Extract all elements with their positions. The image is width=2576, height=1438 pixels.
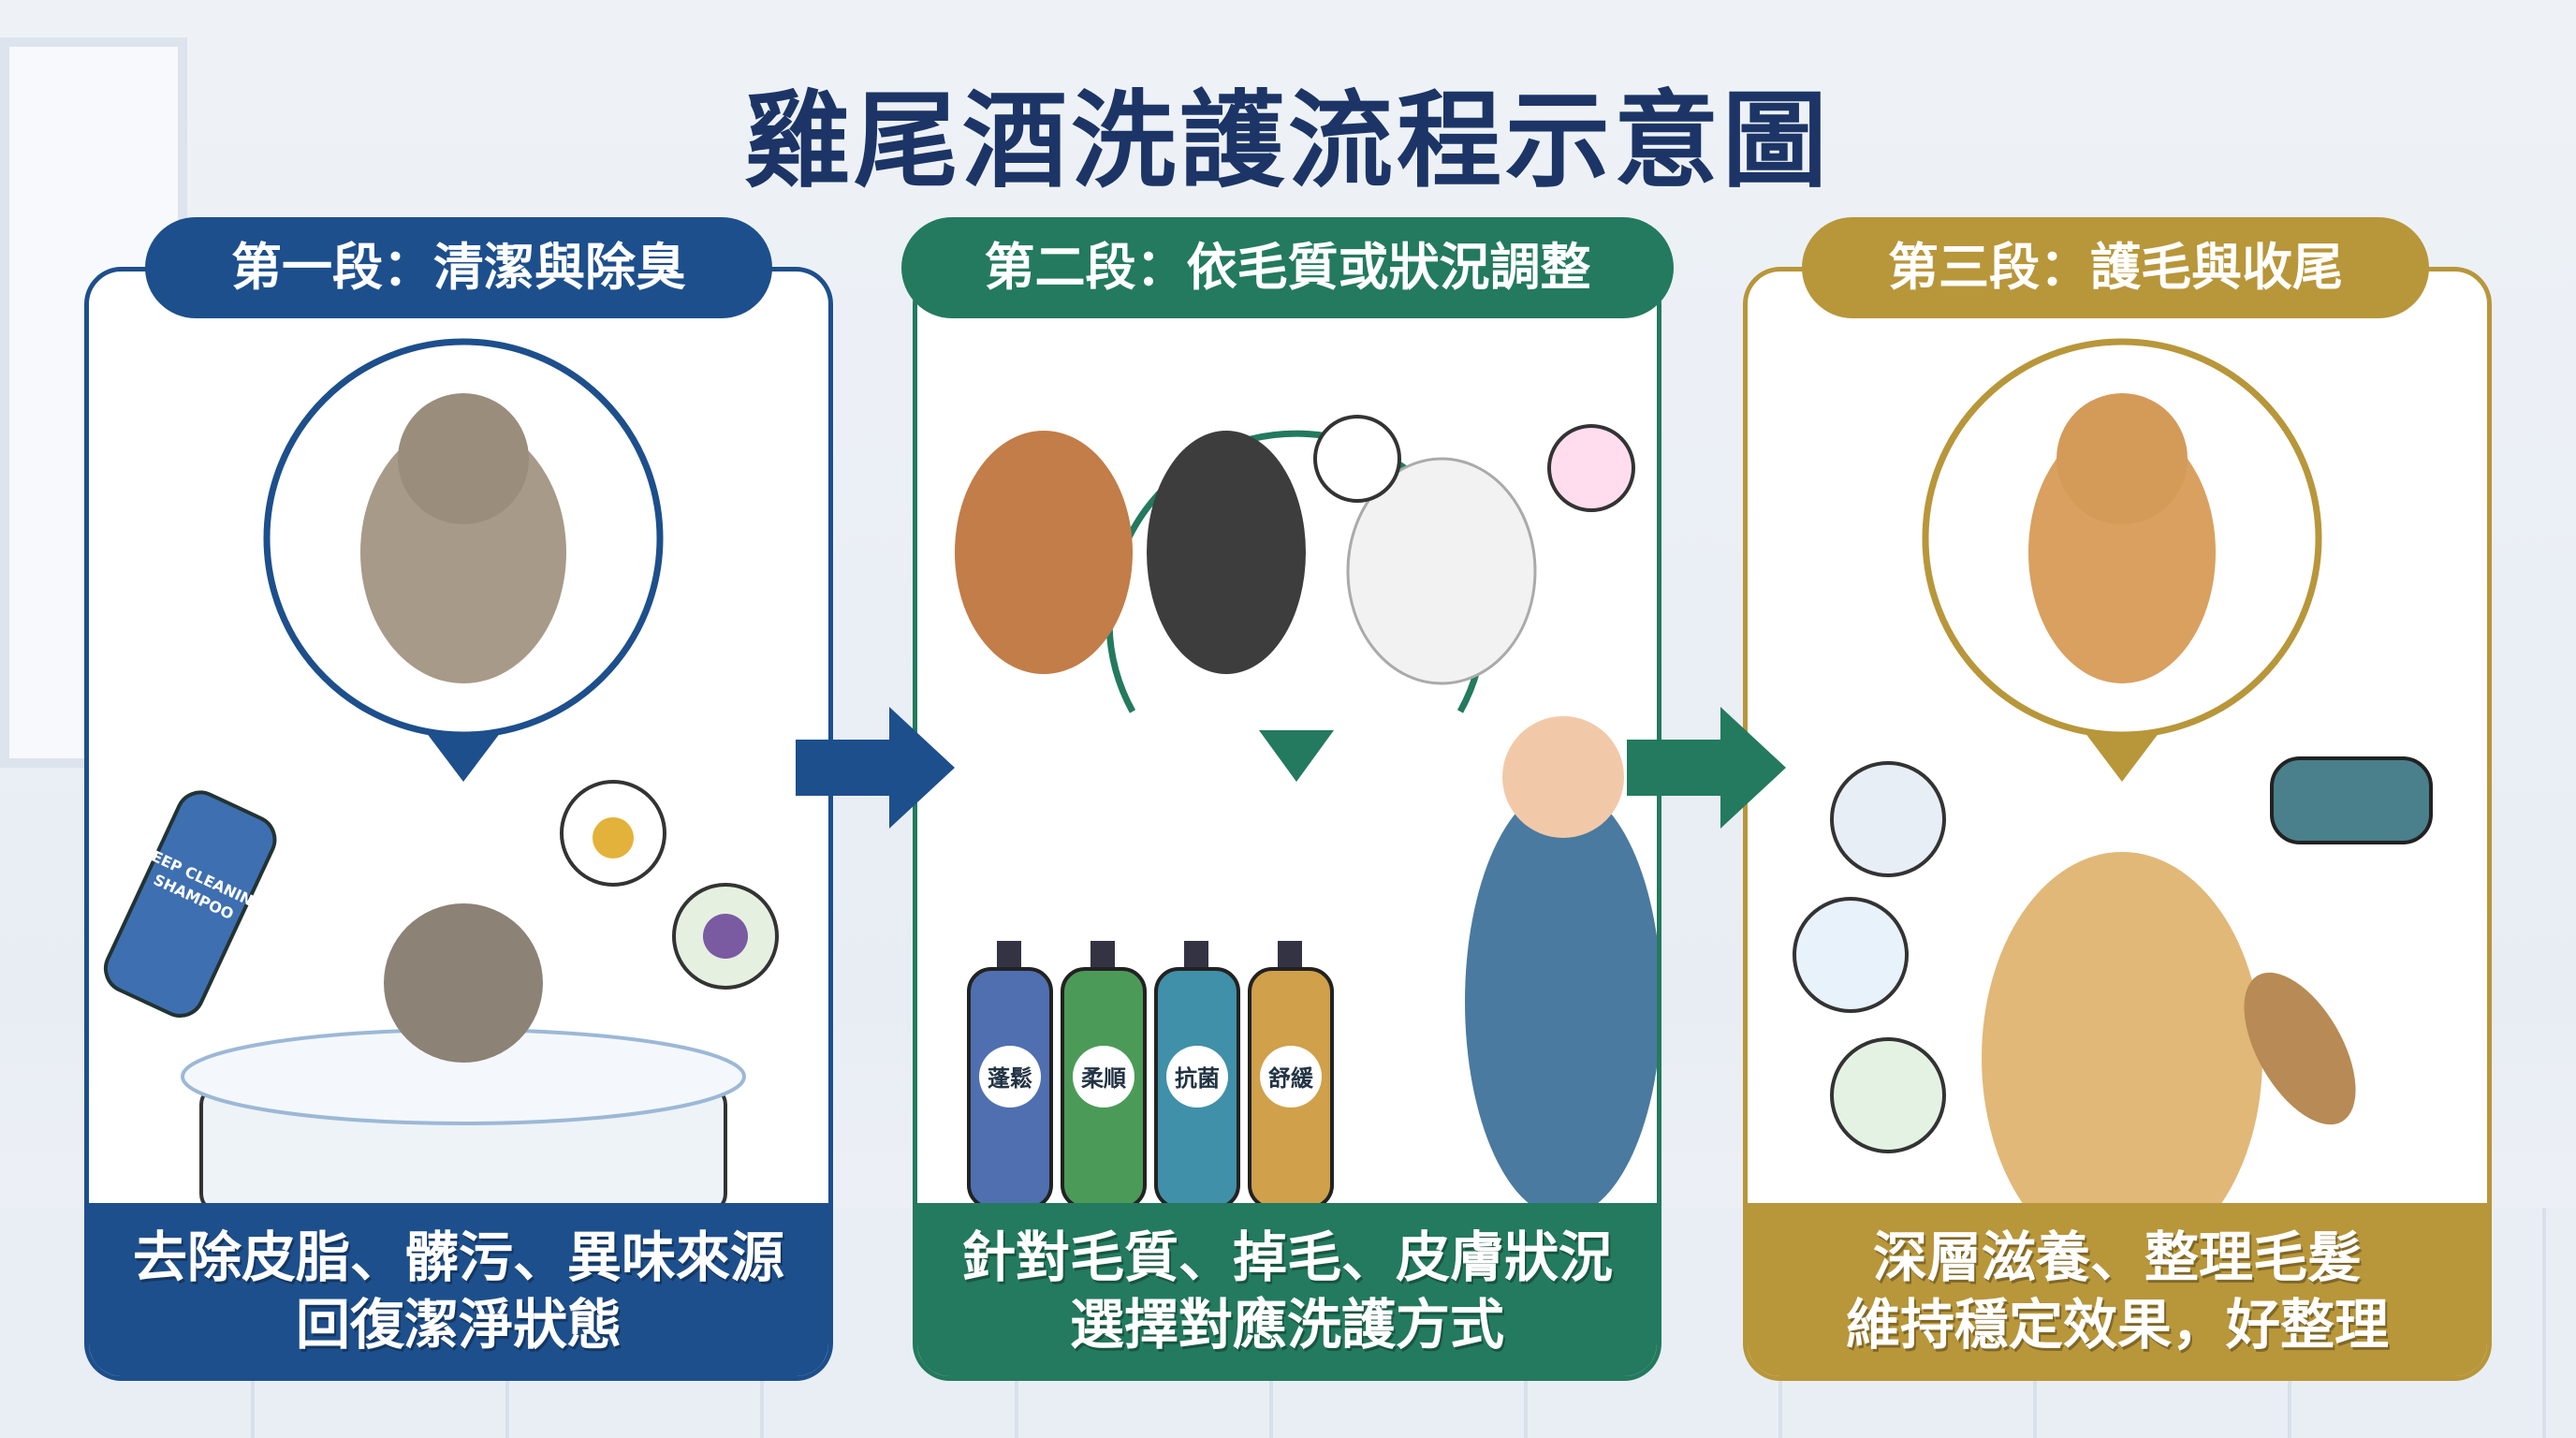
stage3-illustration xyxy=(1793,338,2433,1212)
shampoo-bottle-4: 舒緩 xyxy=(1248,941,1334,1210)
brush-icon xyxy=(2244,972,2356,1125)
shampoo-bottle-2: 柔順 xyxy=(1061,941,1147,1210)
stage2-description: 針對毛質、掉毛、皮膚狀況 選擇對應洗護方式 xyxy=(917,1203,1657,1376)
stage1-header: 第一段：清潔與除臭 xyxy=(145,217,772,318)
shampoo-bottle-1: 蓬鬆 xyxy=(967,941,1053,1210)
stage1-description: 去除皮脂、髒污、異味來源 回復潔淨狀態 xyxy=(89,1203,828,1376)
page-title: 雞尾酒洗護流程示意圖 xyxy=(745,81,1831,202)
shield-check-icon xyxy=(1830,1037,1946,1153)
stage3-header: 第三段：護毛與收尾 xyxy=(1802,217,2429,318)
arrow-right-icon xyxy=(796,707,955,829)
stage2-illustration: 蓬鬆 柔順 抗菌 舒緩 xyxy=(955,415,1657,1212)
stage3-description: 深層滋養、整理毛髮 維持穩定效果，好整理 xyxy=(1748,1203,2487,1376)
bottle-label: 抗菌 xyxy=(1175,1065,1220,1092)
stage1-panel: DEEP CLEANING SHAMPOO 去除皮脂、髒污、異味來源 回復潔淨狀… xyxy=(84,267,833,1381)
terrier-icon xyxy=(1147,431,1306,674)
stage2-line2: 選擇對應洗護方式 xyxy=(1069,1293,1504,1357)
bottle-label: 舒緩 xyxy=(1268,1065,1314,1092)
golden-retriever-icon xyxy=(1982,852,2262,1212)
bottle-label: 蓬鬆 xyxy=(988,1065,1032,1092)
stage3-line2: 維持穩定效果，好整理 xyxy=(1845,1293,2389,1357)
hair-dryer-icon xyxy=(2270,756,2433,844)
skin-icon xyxy=(1547,424,1635,512)
stage3-line1: 深層滋養、整理毛髮 xyxy=(1872,1225,2362,1289)
stage2-header: 第二段：依毛質或狀況調整 xyxy=(901,217,1674,318)
shampoo-bottle-icon: DEEP CLEANING SHAMPOO xyxy=(103,790,277,1018)
shampoo-bottle-3: 抗菌 xyxy=(1154,941,1240,1210)
stage2-panel: 蓬鬆 柔順 抗菌 舒緩 針對毛質、掉毛、皮膚狀況 選擇對應洗護方式 xyxy=(913,267,1661,1381)
stage1-line1: 去除皮脂、髒污、異味來源 xyxy=(132,1225,784,1289)
water-drop-icon xyxy=(1793,897,1909,1013)
poodle-icon xyxy=(955,431,1133,674)
arrow-right-icon xyxy=(1627,707,1786,829)
stage1-illustration: DEEP CLEANING SHAMPOO xyxy=(103,338,779,1212)
hair-strand-icon xyxy=(1830,761,1946,877)
stage1-line2: 回復潔淨狀態 xyxy=(295,1293,622,1357)
maltese-icon xyxy=(1346,457,1537,685)
hair-follicle-icon xyxy=(1313,415,1401,503)
stage3-panel: 深層滋養、整理毛髮 維持穩定效果，好整理 xyxy=(1743,267,2492,1381)
bottle-label: 柔順 xyxy=(1081,1065,1127,1092)
groomer-icon xyxy=(1465,786,1657,1212)
stage2-line1: 針對毛質、掉毛、皮膚狀況 xyxy=(960,1225,1613,1289)
